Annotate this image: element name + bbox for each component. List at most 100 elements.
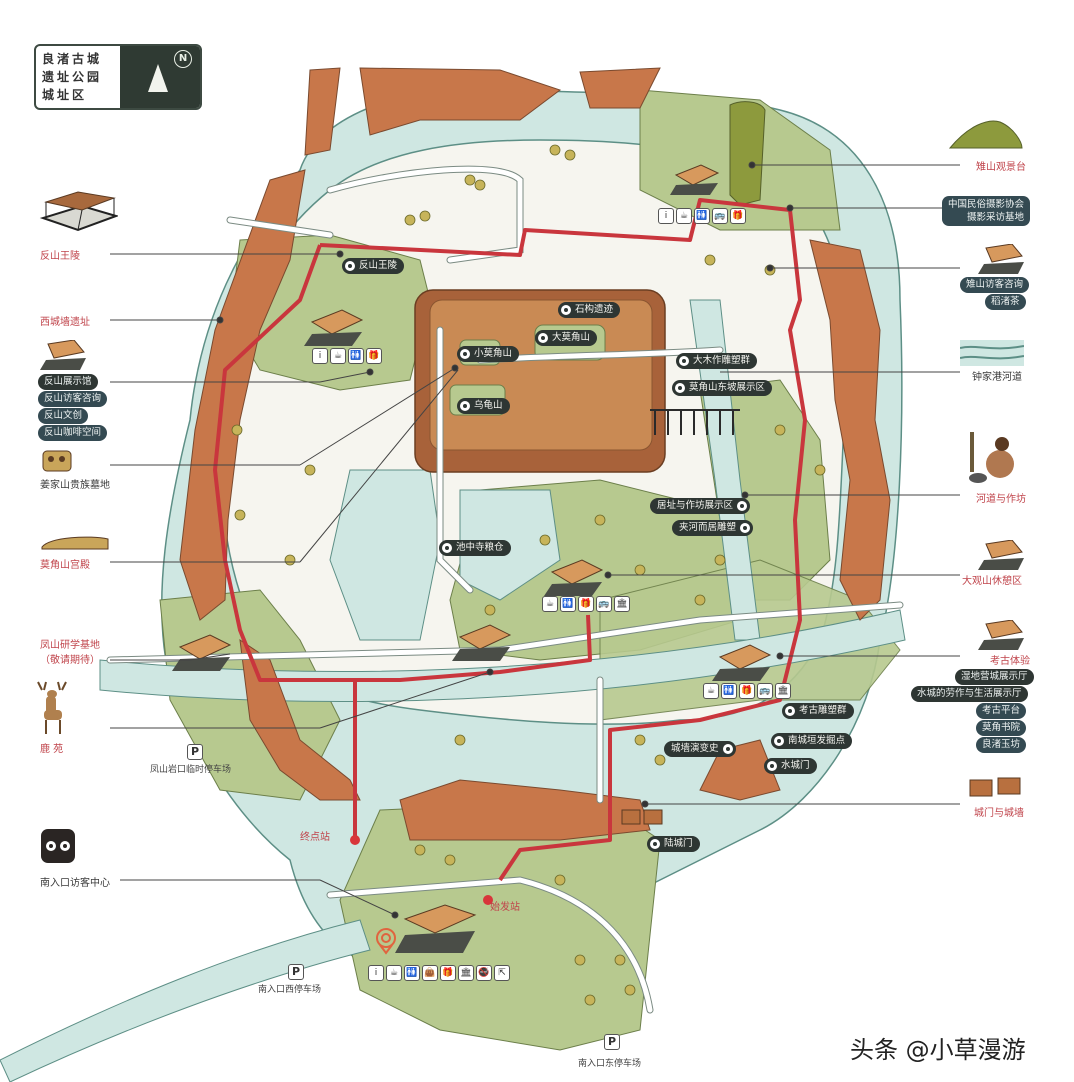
title-line-2: 遗址公园 bbox=[42, 70, 103, 84]
poi-label: 乌龟山 bbox=[474, 400, 503, 411]
cafe-icon[interactable]: ☕ bbox=[676, 208, 692, 224]
mojiaoshan-platform bbox=[429, 299, 653, 451]
poi-archaeo-sculptures[interactable]: 考古雕塑群 bbox=[782, 703, 854, 719]
info-icon[interactable]: i bbox=[368, 965, 384, 981]
gift-icon[interactable]: 🎁 bbox=[730, 208, 746, 224]
restroom-icon[interactable]: 🚻 bbox=[348, 348, 364, 364]
leader-lines bbox=[110, 161, 960, 919]
museum-icon[interactable]: 🏛 bbox=[614, 596, 630, 612]
shuttle-icon[interactable]: 🚌 bbox=[757, 683, 773, 699]
poi-stone-remains[interactable]: 石构遗迹 bbox=[558, 302, 621, 318]
poi-riverside-sculpture[interactable]: 夹河而居雕塑 bbox=[672, 520, 754, 536]
legend-west-wall: 西城墙遗址 bbox=[40, 317, 90, 328]
legend-jiangjiashan: 姜家山贵族墓地 bbox=[40, 480, 110, 491]
poi-wall-history[interactable]: 城墙演变史 bbox=[664, 741, 736, 757]
north-indicator: N bbox=[174, 50, 192, 68]
cafe-icon[interactable]: ☕ bbox=[386, 965, 402, 981]
shuttle-icon[interactable]: 🚌 bbox=[712, 208, 728, 224]
poi-dot-icon bbox=[675, 383, 685, 393]
trees bbox=[231, 144, 826, 1006]
restroom-icon[interactable]: 🚻 bbox=[694, 208, 710, 224]
services-center: ☕ 🚻 🎁 🚌 🏛 bbox=[542, 596, 630, 612]
craftsman-icon bbox=[969, 432, 1014, 483]
hut-icon bbox=[40, 340, 86, 370]
legend-mojiaoshan-palace: 莫角山宫殿 bbox=[40, 560, 90, 571]
gift-icon[interactable]: 🎁 bbox=[739, 683, 755, 699]
poi-dot-icon bbox=[785, 706, 795, 716]
poi-wood-sculptures[interactable]: 大木作雕塑群 bbox=[676, 353, 758, 369]
poi-fanshan-tomb[interactable]: 反山王陵 bbox=[342, 258, 405, 274]
hut-center bbox=[544, 559, 604, 596]
poi-granary[interactable]: 池中寺粮仓 bbox=[439, 540, 511, 556]
zhishan-hill bbox=[729, 101, 766, 206]
platform-icon bbox=[41, 536, 109, 550]
poi-water-gate[interactable]: 水城门 bbox=[764, 758, 817, 774]
parking-fengshan-label[interactable]: 凤山岩口临时停车场 bbox=[150, 765, 232, 775]
wall-north-3 bbox=[579, 67, 661, 109]
info-icon[interactable]: i bbox=[658, 208, 674, 224]
poi-dot-icon bbox=[538, 333, 548, 343]
restroom-icon[interactable]: 🚻 bbox=[721, 683, 737, 699]
cafe-icon[interactable]: ☕ bbox=[330, 348, 346, 364]
shuttle-icon[interactable]: 🚌 bbox=[596, 596, 612, 612]
jade-cong-icon bbox=[42, 450, 72, 472]
wall-north-2 bbox=[359, 67, 562, 136]
poi-dot-icon bbox=[737, 501, 748, 511]
poi-south-wall-dig[interactable]: 南城垣发掘点 bbox=[771, 733, 853, 749]
pill-photo-base-line2: 摄影采访基地 bbox=[967, 212, 1025, 223]
title-line-3: 城址区 bbox=[42, 88, 88, 102]
poi-land-gate[interactable]: 陆城门 bbox=[647, 836, 700, 852]
pill-fanshan-creative: 反山文创 bbox=[38, 408, 89, 424]
mask-emblem-icon bbox=[41, 829, 75, 863]
gate-blocks-icon bbox=[969, 777, 1021, 797]
hut-icon bbox=[978, 244, 1024, 274]
hut-archaeo bbox=[712, 644, 772, 681]
legend-fengshan-sub: （敬请期待） bbox=[40, 655, 100, 666]
river-icon bbox=[960, 340, 1024, 366]
terminal-station-label: 终点站 bbox=[300, 832, 330, 843]
poi-label: 大木作雕塑群 bbox=[693, 355, 751, 366]
poi-label: 居址与作坊展示区 bbox=[657, 500, 734, 511]
poi-dot-icon bbox=[650, 839, 660, 849]
cafe-icon[interactable]: ☕ bbox=[703, 683, 719, 699]
pill-archaeo-platform: 考古平台 bbox=[976, 703, 1027, 719]
restroom-icon[interactable]: 🚻 bbox=[560, 596, 576, 612]
legend-river-workshop: 河道与作坊 bbox=[976, 494, 1026, 505]
bag-storage-icon[interactable]: 👜 bbox=[422, 965, 438, 981]
poi-label: 南城垣发掘点 bbox=[788, 735, 846, 746]
compass: N bbox=[120, 46, 200, 108]
poi-east-slope[interactable]: 莫角山东坡展示区 bbox=[672, 380, 773, 396]
restroom-icon[interactable]: 🚻 bbox=[404, 965, 420, 981]
poi-dot-icon bbox=[774, 736, 784, 746]
poi-label: 大莫角山 bbox=[552, 332, 591, 343]
cafe-icon[interactable]: ☕ bbox=[542, 596, 558, 612]
pill-daozhu-tea: 稻渚茶 bbox=[985, 294, 1026, 310]
no-smoking-icon[interactable]: 🚭 bbox=[476, 965, 492, 981]
services-archaeo: ☕ 🚻 🎁 🚌 🏛 bbox=[703, 683, 791, 699]
map-title: 良渚古城 遗址公园 城址区 bbox=[42, 50, 120, 104]
legend-fanshan-tomb: 反山王陵 bbox=[40, 251, 80, 262]
hut-north bbox=[670, 164, 720, 195]
gift-icon[interactable]: 🎁 bbox=[578, 596, 594, 612]
wall-north-1 bbox=[304, 67, 341, 156]
parking-icon: P bbox=[288, 964, 304, 980]
info-icon[interactable]: i bbox=[312, 348, 328, 364]
poi-dajiaoshan[interactable]: 大莫角山 bbox=[535, 330, 598, 346]
museum-icon[interactable]: 🏛 bbox=[458, 965, 474, 981]
exit-icon[interactable]: ⇱ bbox=[494, 965, 510, 981]
poi-label: 莫角山东坡展示区 bbox=[689, 382, 766, 393]
pill-fanshan-hall: 反山展示馆 bbox=[38, 374, 98, 390]
legend-deer-park: 鹿 苑 bbox=[40, 744, 64, 755]
poi-dwelling-workshop[interactable]: 居址与作坊展示区 bbox=[650, 498, 751, 514]
gift-icon[interactable]: 🎁 bbox=[440, 965, 456, 981]
parking-south-east-label[interactable]: 南入口东停车场 bbox=[578, 1059, 642, 1069]
museum-icon[interactable]: 🏛 bbox=[775, 683, 791, 699]
poi-label: 陆城门 bbox=[664, 838, 693, 849]
poi-xiaojiaoshan[interactable]: 小莫角山 bbox=[457, 346, 520, 362]
poi-wuguishan[interactable]: 乌龟山 bbox=[457, 398, 510, 414]
parking-south-west-label[interactable]: 南入口西停车场 bbox=[258, 985, 322, 995]
legend-fengshan: 凤山研学基地 bbox=[40, 640, 100, 651]
gift-icon[interactable]: 🎁 bbox=[366, 348, 382, 364]
legend-archaeology: 考古体验 bbox=[990, 656, 1030, 667]
pill-mojiao-academy: 莫角书院 bbox=[976, 720, 1027, 736]
